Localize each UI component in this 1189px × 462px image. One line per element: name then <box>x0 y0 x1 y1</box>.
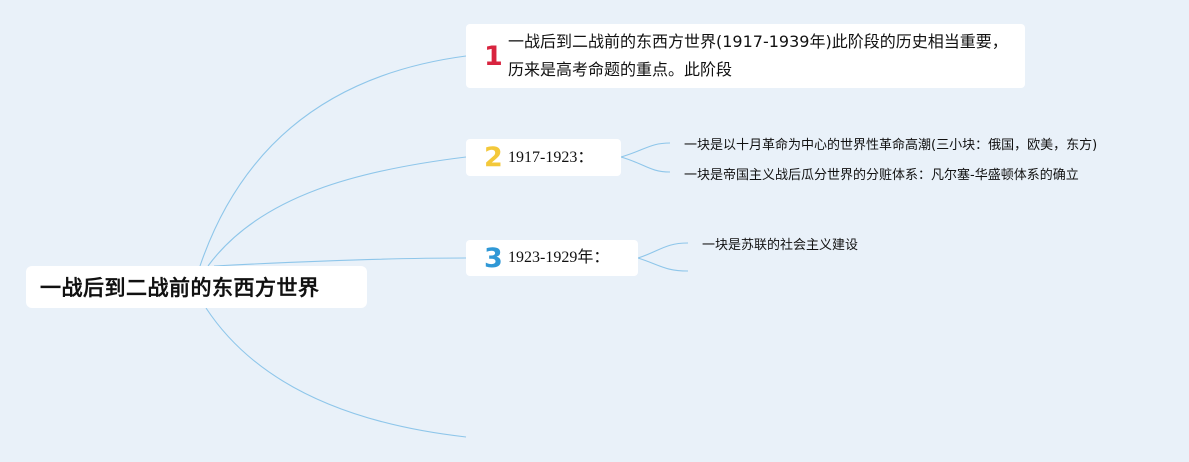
subtopic-october-revolution[interactable]: 一块是以十月革命为中心的世界性革命高潮(三小块：俄国，欧美，东方) <box>684 138 1098 153</box>
connector-topic-2-subtopic-2 <box>620 156 671 173</box>
connector-root-topic-3 <box>213 257 467 267</box>
root-topic[interactable]: 一战后到二战前的东西方世界 <box>26 266 367 308</box>
topic-2-number-icon: 2 <box>484 142 503 173</box>
topic-1-number-icon: 1 <box>484 40 503 72</box>
topic-3-number-icon: 3 <box>484 242 503 274</box>
connector-root-topic-2 <box>207 156 467 267</box>
connector-topic-3-subtopic-1 <box>637 242 689 259</box>
connector-root-empty-branch <box>205 307 467 438</box>
subtopic-soviet-construction[interactable]: 一块是苏联的社会主义建设 <box>702 238 859 253</box>
topic-1-label: 一战后到二战前的东西方世界(1917-1939年)此阶段的历史相当重要，历来是高… <box>508 32 1008 79</box>
connector-topic-2-subtopic-1 <box>620 142 671 158</box>
topic-2[interactable]: 2 1917-1923： <box>466 139 621 176</box>
topic-2-label: 1917-1923： <box>508 148 594 166</box>
subtopic-versailles-washington[interactable]: 一块是帝国主义战后瓜分世界的分赃体系：凡尔塞-华盛顿体系的确立 <box>684 168 1079 183</box>
topic-3[interactable]: 3 1923-1929年： <box>466 240 638 276</box>
connector-topic-3-empty-branch <box>637 257 689 272</box>
root-topic-label: 一战后到二战前的东西方世界 <box>40 276 320 300</box>
topic-1[interactable]: 1 一战后到二战前的东西方世界(1917-1939年)此阶段的历史相当重要，历来… <box>466 24 1025 88</box>
topic-3-label: 1923-1929年： <box>508 249 610 266</box>
connector-root-topic-1 <box>199 55 467 267</box>
